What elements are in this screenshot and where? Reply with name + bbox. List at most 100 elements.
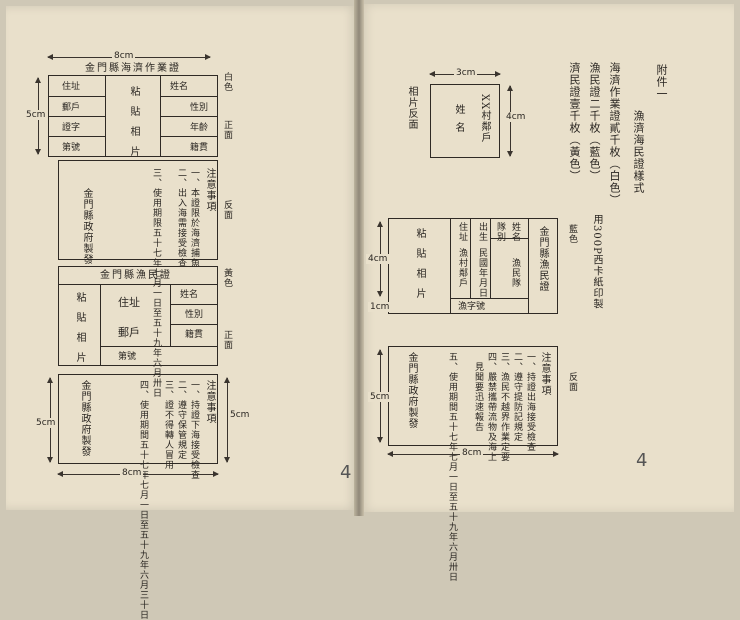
field-number: 第號 [62,143,81,153]
white-color-label: 白色 [222,72,232,92]
form-title: 漁濟海民證樣式 [632,110,645,194]
divider [48,116,105,117]
yellow-field-address: 住址 [118,296,140,309]
blue-card-small-dim: 1cm [368,302,392,312]
blue-note-4: 四、嚴禁攜帶流物及海上 [486,352,496,462]
divider [490,238,528,239]
divider [528,218,529,314]
blue-note-1: 一、持證出海接受檢查 [525,352,535,452]
blue-field-name: 姓名 [510,222,520,242]
back-card-name: 姓名 [453,104,464,140]
yellow-note-1: 一、持證下海接受檢查 [189,380,199,480]
blue-color-label: 藍色 [567,224,577,244]
left-page-number: 4 [340,462,352,483]
annex-title: 附件一 [655,64,668,100]
divider [58,284,218,285]
yellow-notes-title: 注意事項 [204,380,215,424]
yellow-front-label: 正面 [222,330,232,350]
right-page [360,4,734,512]
blue-back-width-label: 8cm [460,448,484,458]
back-card-village: XX村鄰戶 [479,94,490,144]
issuer: 金門縣政府製發 [81,188,92,265]
blue-note-5: 見聞要迅速報告 [473,362,483,432]
blue-notes-title: 注意事項 [539,352,550,396]
yellow-card-title: 金門縣漁民證 [100,270,172,281]
back-card-width-label: 3cm [454,68,478,78]
blue-field-birth: 出生 [477,222,487,242]
note-2: 二、出入海需接受檢查 [176,168,186,268]
blue-field-fisherteam: 漁民隊 [510,258,520,288]
notes-title: 注意事項 [204,168,215,212]
yellow-height-label-left: 5cm [34,418,58,428]
field-address: 住址 [62,82,81,92]
yellow-field-household: 郵戶 [118,326,140,339]
yellow-card-front [58,266,218,366]
blue-note-2: 二、遵守提防記規定 [512,352,522,442]
blue-note-6: 五、使用期間五十七年七月一日至五十九年六月卅日 [446,352,458,582]
back-card-label: 相片反面 [406,86,417,130]
blue-field-birthdate: 民國年月日 [477,248,487,298]
front-label: 正面 [222,120,232,140]
yellow-field-name: 姓名 [180,290,199,300]
divider [160,116,218,117]
divider [170,324,218,325]
width-dimension-label: 8cm [112,51,136,61]
blue-photo-placeholder: 粘貼相片 [414,228,425,308]
photo-back-card [430,84,500,158]
blue-field-number: 漁字號 [458,302,486,312]
note-3: 三、使用期限五十七年七月一日至五十九年六月卅日 [150,168,162,398]
field-age: 年齡 [190,123,209,133]
paper-note: 用300P西卡紙印製 [591,214,602,310]
divider [100,284,101,366]
blue-field-address: 住址 [457,222,467,242]
blue-card-height-label: 4cm [366,254,390,264]
divider [105,75,106,157]
divider [100,346,218,347]
divider [160,96,218,97]
yellow-height-label: 5cm [228,410,252,420]
back-card-height-label: 4cm [504,112,528,122]
yellow-field-sex: 性別 [185,310,204,320]
yellow-note-4: 四、使用期間五十七年七月一日至五十九年六月三十日 [137,380,149,620]
field-sex: 性別 [190,103,209,113]
yellow-field-age: 籍貫 [185,330,204,340]
blue-issuer: 金門縣政府製發 [406,352,417,429]
blue-card-front [388,218,558,314]
blue-note-3: 三、漁民不越界作業定要 [499,352,509,462]
blue-back-label: 反面 [567,372,577,392]
left-page [6,6,358,510]
blue-back-height-label: 5cm [368,392,392,402]
blue-field-team: 隊別 [495,222,505,242]
divider [160,136,218,137]
yellow-note-3: 三、證不得轉人冒用 [163,380,173,470]
blue-field-village: 漁村鄰戶 [457,248,467,288]
field-cert: 證字 [62,123,81,133]
book-spine [354,0,364,516]
field-origin: 籍貫 [190,143,209,153]
yellow-photo-placeholder: 粘貼相片 [74,292,85,372]
divider [450,298,528,299]
height-dimension-label: 5cm [24,110,48,120]
yellow-height-dim [224,377,230,463]
divider [170,304,218,305]
divider [170,284,171,346]
list-item-3: 濟民證壹千枚（黃色） [568,62,581,182]
yellow-note-2: 二、遵守保管規定 [176,380,186,460]
back-label: 反面 [222,200,232,220]
yellow-width-label: 8cm [120,468,144,478]
yellow-card-back [58,374,218,464]
divider [490,218,491,298]
right-page-number: 4 [636,450,648,471]
photo-placeholder: 粘貼相片 [128,86,139,166]
yellow-issuer: 金門縣政府製發 [79,380,90,457]
yellow-field-number: 第號 [118,352,137,362]
divider [470,218,471,298]
divider [450,218,451,314]
yellow-color-label: 黃色 [222,268,232,288]
blue-card-title: 金門縣漁民證 [537,226,548,292]
field-name: 姓名 [170,82,189,92]
divider [48,96,105,97]
divider [48,136,105,137]
list-item-1: 海濟作業證貳千枚（白色） [608,62,621,206]
white-card-title: 金門縣海濟作業證 [85,63,181,74]
